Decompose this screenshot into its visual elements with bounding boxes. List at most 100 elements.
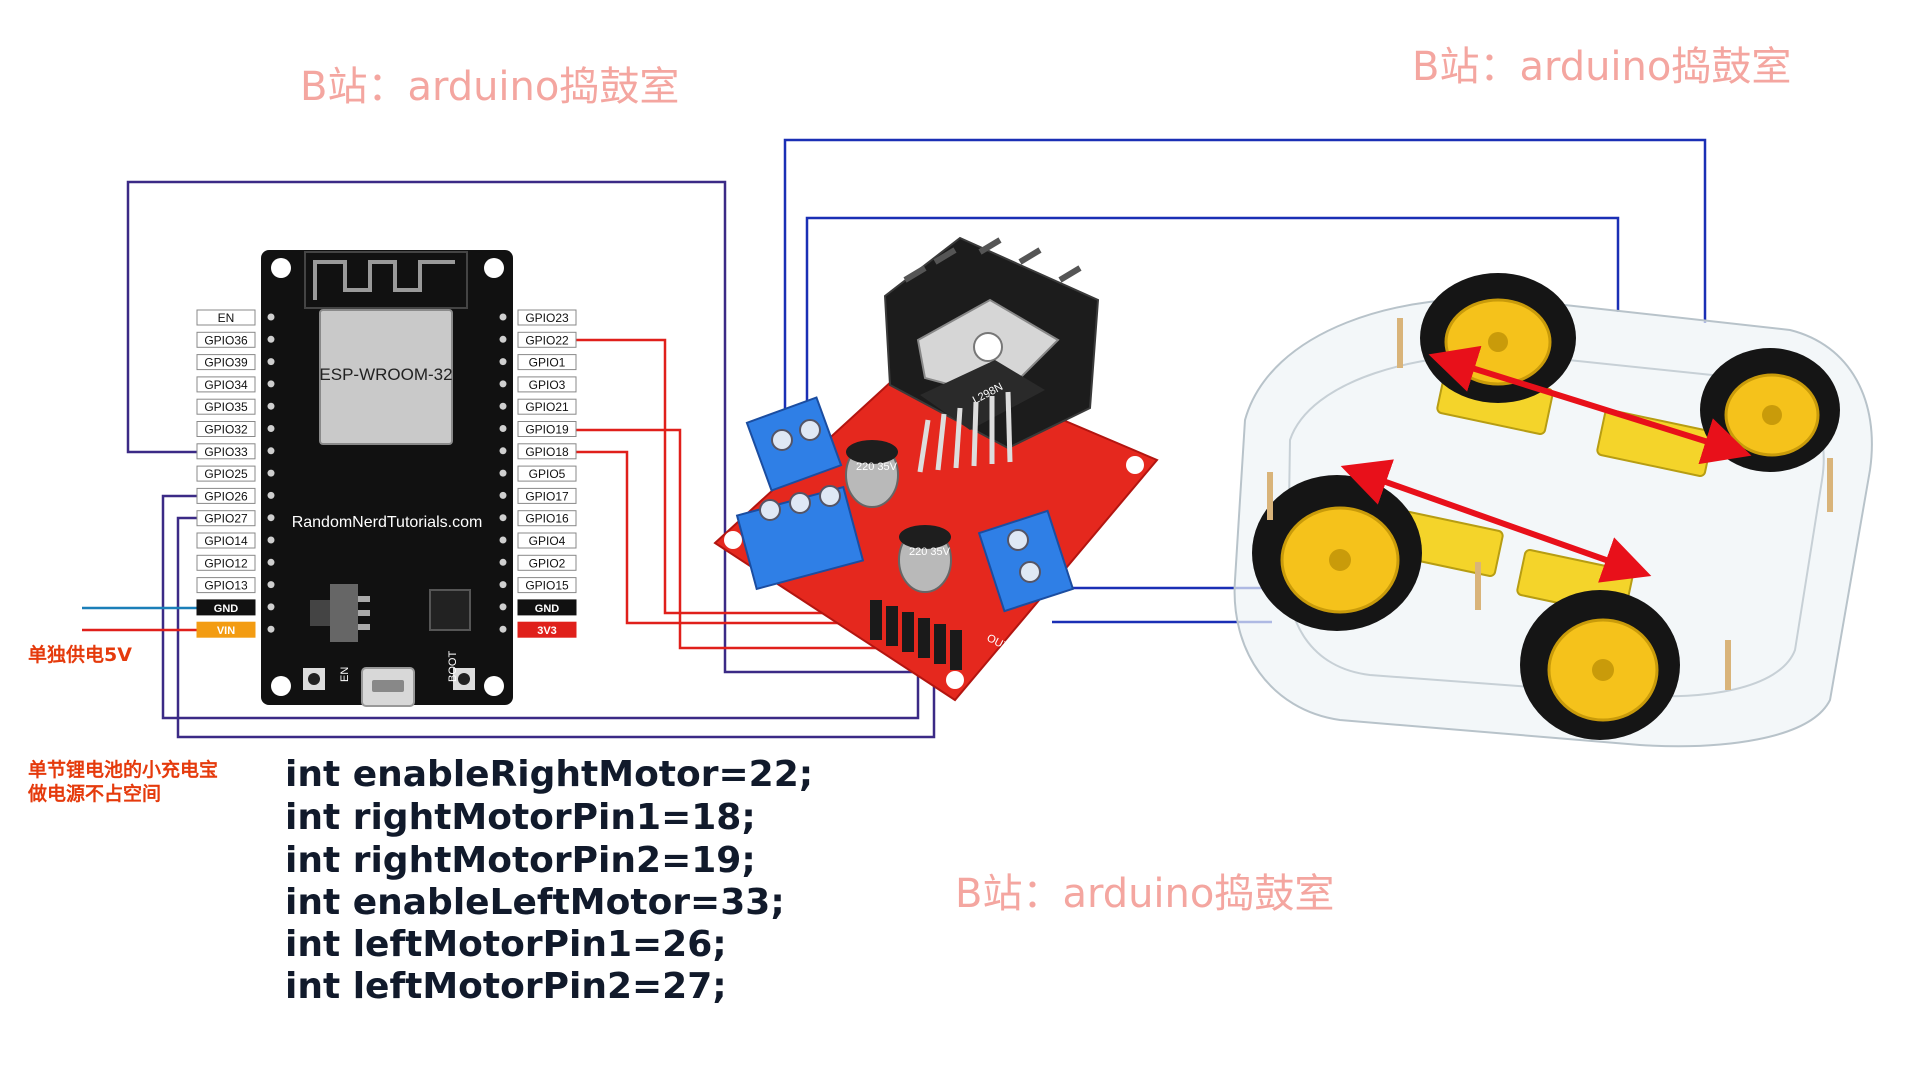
pin-box: [196, 621, 256, 638]
wheel-rear-right: [1700, 348, 1840, 472]
pin-box: [196, 465, 256, 482]
pin-label-gpio17: GPIO17: [525, 489, 569, 503]
battery-note-line2: 做电源不占空间: [27, 782, 161, 805]
pin-label-gpio36: GPIO36: [204, 333, 248, 347]
code-line: int leftMotorPin2=27;: [285, 966, 727, 1007]
pin-label-gpio39: GPIO39: [204, 356, 248, 370]
header-pin: [267, 402, 275, 410]
wire-motor-right-2: [805, 216, 1620, 420]
pin-box: [196, 331, 256, 348]
terminal-power: [735, 485, 865, 591]
header-pin: [499, 358, 507, 366]
header-pin: [267, 335, 275, 343]
header-pin: [499, 313, 507, 321]
mount-hole: [724, 531, 742, 549]
pin-label-gpio21: GPIO21: [525, 400, 569, 414]
pin-label-gpio23: GPIO23: [525, 311, 569, 325]
robot-car: [1233, 273, 1873, 748]
header-pin: [499, 335, 507, 343]
l298n-chip: [920, 360, 1045, 430]
pin-box: [196, 398, 256, 415]
wire-gpio27: [176, 516, 936, 739]
pin-box: [196, 510, 256, 527]
wheel-front-left: [1252, 475, 1422, 631]
wire-gpio19: [566, 428, 900, 650]
pin-box: [196, 599, 256, 616]
header-pin: [267, 358, 275, 366]
pin-label-gpio5: GPIO5: [529, 467, 566, 481]
pin-label-gpio22: GPIO22: [525, 333, 569, 347]
pin-label-gpio3: GPIO3: [529, 378, 566, 392]
pin-label-gpio35: GPIO35: [204, 400, 248, 414]
pin-box: [517, 554, 577, 571]
header-pin: [499, 581, 507, 589]
pin-label-gpio1: GPIO1: [529, 356, 566, 370]
pin-box: [517, 443, 577, 460]
pin-label-gpio15: GPIO15: [525, 579, 569, 593]
header-pin: [267, 447, 275, 455]
mount-hole: [271, 676, 291, 696]
capacitor-1: 220 35V: [845, 440, 899, 508]
boot-button-label: BOOT: [447, 651, 459, 682]
pin-box: [517, 465, 577, 482]
watermark-2: B站：arduino捣鼓室: [1412, 44, 1791, 90]
pin-label-gpio25: GPIO25: [204, 467, 248, 481]
header-pin: [267, 581, 275, 589]
header-pin: [499, 447, 507, 455]
header-pin: [499, 625, 507, 633]
header-pin: [499, 491, 507, 499]
code-line: int rightMotorPin2=19;: [285, 840, 756, 881]
wroom-module: [319, 309, 453, 445]
header-pin: [267, 425, 275, 432]
header-pin: [267, 625, 275, 633]
right-pin-labels: GPIO23GPIO22GPIO1GPIO3GPIO21GPIO19GPIO18…: [499, 309, 577, 638]
pin-box: [517, 331, 577, 348]
header-pin: [267, 558, 275, 566]
pin-box: [517, 421, 577, 437]
header-pin: [499, 536, 507, 544]
pin-box: [196, 487, 256, 504]
module-label: ESP-WROOM-32: [319, 365, 452, 384]
header-pin: [267, 491, 275, 499]
right-axis-arrow: [1428, 345, 1752, 465]
code-line: int enableRightMotor=22;: [285, 754, 813, 795]
wire-gpio22: [566, 338, 882, 615]
pin-box: [517, 354, 577, 371]
code-line: int enableLeftMotor=33;: [285, 882, 785, 923]
esp32-board: ESP-WROOM-32 RandomNerdTutorials.com EN …: [196, 250, 577, 707]
code-block: int enableRightMotor=22; int rightMotorP…: [285, 754, 813, 1007]
code-line: int leftMotorPin1=26;: [285, 924, 727, 965]
mount-hole: [484, 258, 504, 278]
power-note: 单独供电5V: [28, 643, 132, 666]
header-pin: [499, 603, 507, 611]
header-pin: [499, 558, 507, 566]
wheel-front-right: [1420, 273, 1576, 403]
pin-label-gpio33: GPIO33: [204, 445, 248, 459]
header-pin: [499, 380, 507, 388]
antenna-trace-icon: [313, 260, 455, 300]
watermark-1: B站：arduino捣鼓室: [300, 64, 679, 110]
pin-label-gpio13: GPIO13: [204, 579, 248, 593]
header-pin: [499, 469, 507, 477]
pin-box: [196, 376, 256, 393]
terminal-right: [977, 509, 1075, 613]
pin-box: [517, 309, 577, 326]
left-pin-labels: ENGPIO36GPIO39GPIO34GPIO35GPIO32GPIO33GP…: [196, 309, 275, 638]
wire-gpio18: [566, 450, 888, 625]
svg-text:220 35V: 220 35V: [909, 546, 951, 558]
header-pin: [499, 402, 507, 410]
pin-label-gpio32: GPIO32: [204, 423, 248, 437]
header-pin: [267, 603, 275, 611]
wheel-rear-left: [1520, 590, 1680, 740]
pin-label-gpio27: GPIO27: [204, 512, 248, 526]
pin-box: [196, 421, 256, 437]
pin-box: [517, 577, 577, 594]
mount-hole: [946, 671, 964, 689]
mount-hole: [271, 258, 291, 278]
svg-text:220 35V: 220 35V: [856, 461, 898, 473]
header-pin: [267, 313, 275, 321]
mount-hole: [1126, 456, 1144, 474]
pin-box: [517, 510, 577, 527]
l298n-driver: L298N 220 35V 220 35V: [713, 236, 1159, 702]
pin-label-gpio16: GPIO16: [525, 512, 569, 526]
